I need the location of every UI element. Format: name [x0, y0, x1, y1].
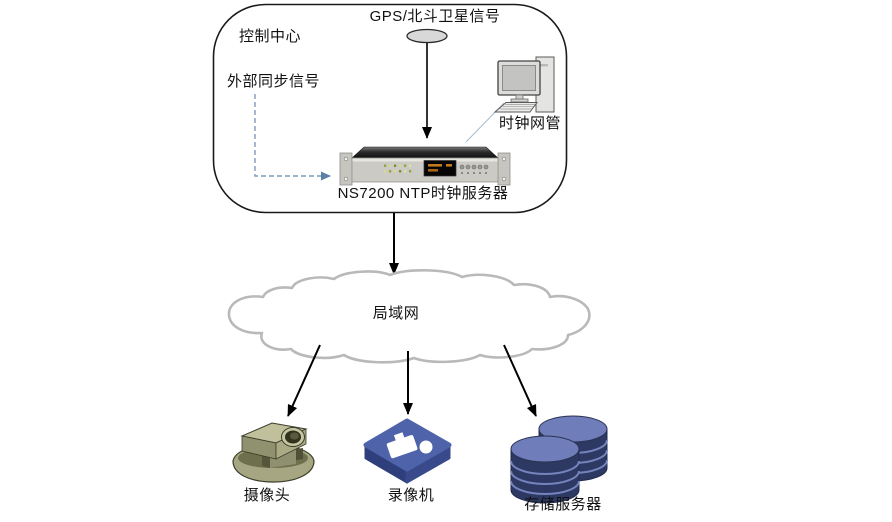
- camera-icon: [232, 422, 315, 483]
- ntp-server-label: NS7200 NTP时钟服务器: [337, 185, 509, 202]
- server-led-indicators: [384, 164, 412, 173]
- lan-label: 局域网: [372, 305, 420, 322]
- server-display: [423, 160, 457, 177]
- control-center-box: [212, 3, 568, 214]
- storage-label: 存储服务器: [524, 496, 602, 513]
- server-top-face: [351, 146, 499, 159]
- gps-signal-label: GPS/北斗卫星信号: [369, 8, 501, 25]
- computer-keyboard: [493, 102, 538, 113]
- external-sync-dashed-arrow: [254, 94, 331, 181]
- control-center-label: 控制中心: [239, 28, 302, 45]
- clock-nms-computer-icon: [493, 56, 555, 113]
- external-sync-label: 外部同步信号: [227, 73, 321, 90]
- lan-cloud-shape: [227, 269, 591, 364]
- clock-nms-label: 时钟网管: [499, 115, 562, 132]
- lan-to-camera-arrow: [287, 344, 321, 417]
- lan-to-storage-arrow: [503, 344, 537, 417]
- ntp-server-icon: [339, 146, 511, 186]
- storage-icon: [510, 415, 608, 504]
- camera-label: 摄像头: [243, 487, 291, 504]
- server-buttons: [459, 164, 489, 174]
- recorder-icon: [363, 418, 452, 484]
- recorder-label: 录像机: [387, 487, 435, 504]
- recorder-camera-glyph: [386, 432, 433, 459]
- computer-screen: [502, 65, 536, 91]
- gps-antenna-icon: [406, 28, 448, 44]
